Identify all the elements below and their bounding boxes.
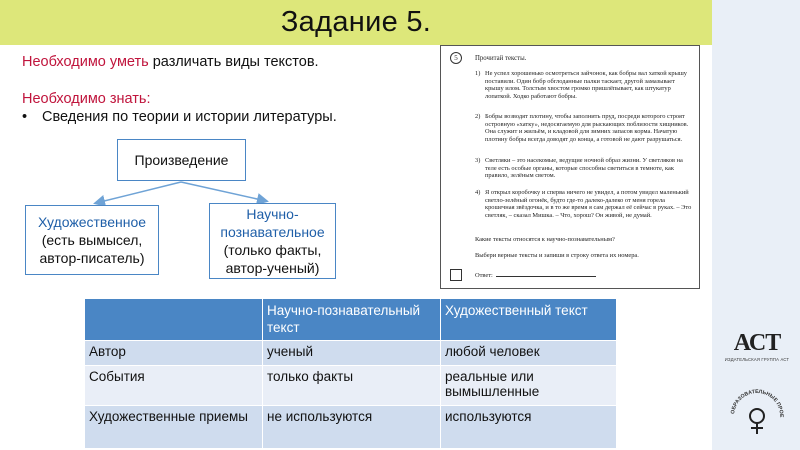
table-cell: любой человек <box>440 340 617 366</box>
ast-logo-mark: АСТ <box>733 330 781 356</box>
task-intro: Прочитай тексты. <box>475 55 527 62</box>
task-item-number: 2) <box>475 113 481 120</box>
task-item-text: Я открыл коробочку и сперва ничего не ув… <box>485 189 692 219</box>
knowledge-requirement-label: Необходимо знать: <box>22 91 151 107</box>
table-row: Художественные приемы не используются ис… <box>84 405 617 449</box>
science-detail-1: (только факты, <box>223 242 322 258</box>
fiction-detail-1: (есть вымысел, <box>41 232 143 248</box>
edu-projects-emblem-icon: ОБРАЗОВАТЕЛЬНЫЕ ПРОЕКТЫ <box>719 374 784 434</box>
task-item-text: Не успел хорошенько осмотреться зайчонок… <box>485 70 687 100</box>
ast-logo: АСТ ИЗДАТЕЛЬСКАЯ ГРУППА АСТ <box>722 330 792 362</box>
diagram-arrows <box>93 181 269 207</box>
table-row: Автор ученый любой человек <box>84 340 617 366</box>
table-cell: только факты <box>262 365 441 406</box>
science-title-1: Научно- <box>246 206 299 222</box>
bullet-symbol: • <box>22 109 28 125</box>
fiction-title: Художественное <box>37 214 147 230</box>
table-row: События только факты реальные или вымышл… <box>84 365 617 406</box>
task-text-item: 3) Светляки – это насекомые, ведущие ноч… <box>475 157 693 180</box>
skill-requirement-label: Необходимо уметь <box>22 54 149 70</box>
diagram-fiction-box: Художественное (есть вымысел, автор-писа… <box>25 205 159 275</box>
task-number: 5 <box>450 52 462 64</box>
table-header-cell: Научно-познавательный текст <box>262 298 441 341</box>
task-item-text: Светляки – это насекомые, ведущие ночной… <box>485 157 683 180</box>
task-item-number: 1) <box>475 70 481 77</box>
table-cell: ученый <box>262 340 441 366</box>
table-cell: реальные или вымышленные <box>440 365 617 406</box>
diagram-science-box: Научно- познавательное (только факты, ав… <box>209 203 336 279</box>
answer-checkbox[interactable] <box>450 269 462 281</box>
task-text-item: 1) Не успел хорошенько осмотреться зайчо… <box>475 70 693 100</box>
table-cell: Художественные приемы <box>84 405 263 449</box>
fiction-detail-2: автор-писатель) <box>39 250 145 266</box>
table-header-cell <box>84 298 263 341</box>
diagram-root-work: Произведение <box>117 139 246 181</box>
svg-text:ОБРАЗОВАТЕЛЬНЫЕ ПРОЕКТЫ: ОБРАЗОВАТЕЛЬНЫЕ ПРОЕКТЫ <box>722 378 784 418</box>
table-cell: Автор <box>84 340 263 366</box>
task-question: Какие тексты относятся к научно-познават… <box>475 236 615 243</box>
task-instruction: Выбери верные тексты и запиши в строку о… <box>475 252 639 259</box>
answer-label: Ответ: <box>475 272 493 279</box>
comparison-table: Научно-познавательный текст Художественн… <box>84 298 617 449</box>
edu-projects-text: ОБРАЗОВАТЕЛЬНЫЕ ПРОЕКТЫ <box>719 374 784 418</box>
arrow-to-science <box>180 181 269 205</box>
task-item-number: 3) <box>475 157 481 164</box>
task-item-number: 4) <box>475 189 481 196</box>
science-detail-2: автор-ученый) <box>225 260 320 276</box>
skill-requirement: Необходимо уметь различать виды текстов. <box>22 54 319 70</box>
ast-logo-caption: ИЗДАТЕЛЬСКАЯ ГРУППА АСТ <box>724 357 790 362</box>
answer-blank[interactable] <box>495 271 596 277</box>
arrow-to-fiction <box>93 181 182 207</box>
skill-requirement-text: различать виды текстов. <box>148 54 319 70</box>
table-header-row: Научно-познавательный текст Художественн… <box>84 298 617 341</box>
knowledge-bullet-text: Сведения по теории и истории литературы. <box>42 109 337 125</box>
diagram-root-label: Произведение <box>134 152 229 168</box>
table-cell: События <box>84 365 263 406</box>
title-bar: Задание 5. <box>0 0 712 45</box>
task-text-item: 2) Бобры возводят плотину, чтобы заполни… <box>475 113 693 143</box>
task-item-text: Бобры возводят плотину, чтобы заполнить … <box>485 113 689 143</box>
task-card: 5 Прочитай тексты. 1) Не успел хорошеньк… <box>440 45 700 289</box>
edu-projects-logo: ОБРАЗОВАТЕЛЬНЫЕ ПРОЕКТЫ <box>719 374 792 445</box>
science-title-2: познавательное <box>220 224 325 240</box>
answer-line[interactable]: Ответ: <box>475 271 596 280</box>
slide-title: Задание 5. <box>280 6 432 38</box>
knowledge-requirement: Необходимо знать: <box>22 91 151 107</box>
task-text-item: 4) Я открыл коробочку и сперва ничего не… <box>475 189 693 219</box>
table-cell: не используются <box>262 405 441 449</box>
table-cell: используются <box>440 405 617 449</box>
knowledge-bullet: • Сведения по теории и истории литератур… <box>22 109 337 125</box>
side-panel <box>712 0 800 450</box>
table-header-cell: Художественный текст <box>440 298 617 341</box>
